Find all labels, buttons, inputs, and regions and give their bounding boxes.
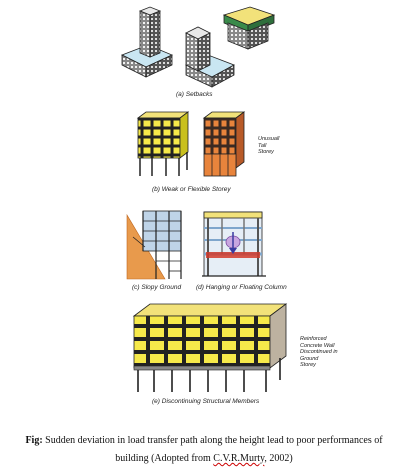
sloping-ground-illustration xyxy=(126,210,182,280)
caption-line2-start: building (Adopted from xyxy=(115,453,214,464)
figure-caption: Fig: Sudden deviation in load transfer p… xyxy=(8,432,400,468)
caption-author: C.V.R.Murty xyxy=(213,453,265,464)
discontinued-wall-note: Reinforced Concrete Wall Discontinued in… xyxy=(300,336,338,368)
discontinuous-members-illustration xyxy=(132,303,288,392)
weak-storey-label: (b) Weak or Flexible Storey xyxy=(152,186,231,193)
setback-overhang-building xyxy=(222,6,276,50)
sloping-ground-label: (c) Slopy Ground xyxy=(132,284,182,291)
setback-l-building xyxy=(185,26,235,88)
setbacks-illustration xyxy=(121,6,276,88)
caption-prefix: Fig: xyxy=(25,435,43,446)
discontinuous-members-label: (e) Discontinuing Structural Members xyxy=(152,398,260,405)
transfer-beam xyxy=(206,252,260,258)
floating-column-label: (d) Hanging or Floating Column xyxy=(196,284,287,291)
soft-storey-building xyxy=(136,111,190,176)
caption-text: Sudden deviation in load transfer path a… xyxy=(42,435,383,446)
tall-storey-building xyxy=(202,111,246,177)
sloped-building xyxy=(132,210,182,279)
tall-storey-note: Unusuall Tall Storey xyxy=(258,136,280,155)
floating-column-building xyxy=(202,211,266,277)
weak-storey-illustration xyxy=(136,111,246,177)
discontinued-wall-building xyxy=(132,303,288,392)
floating-column-illustration xyxy=(202,211,266,277)
setback-tower-building xyxy=(121,6,173,78)
setbacks-label: (a) Setbacks xyxy=(176,91,213,98)
caption-line2-end: , 2002) xyxy=(264,453,293,464)
